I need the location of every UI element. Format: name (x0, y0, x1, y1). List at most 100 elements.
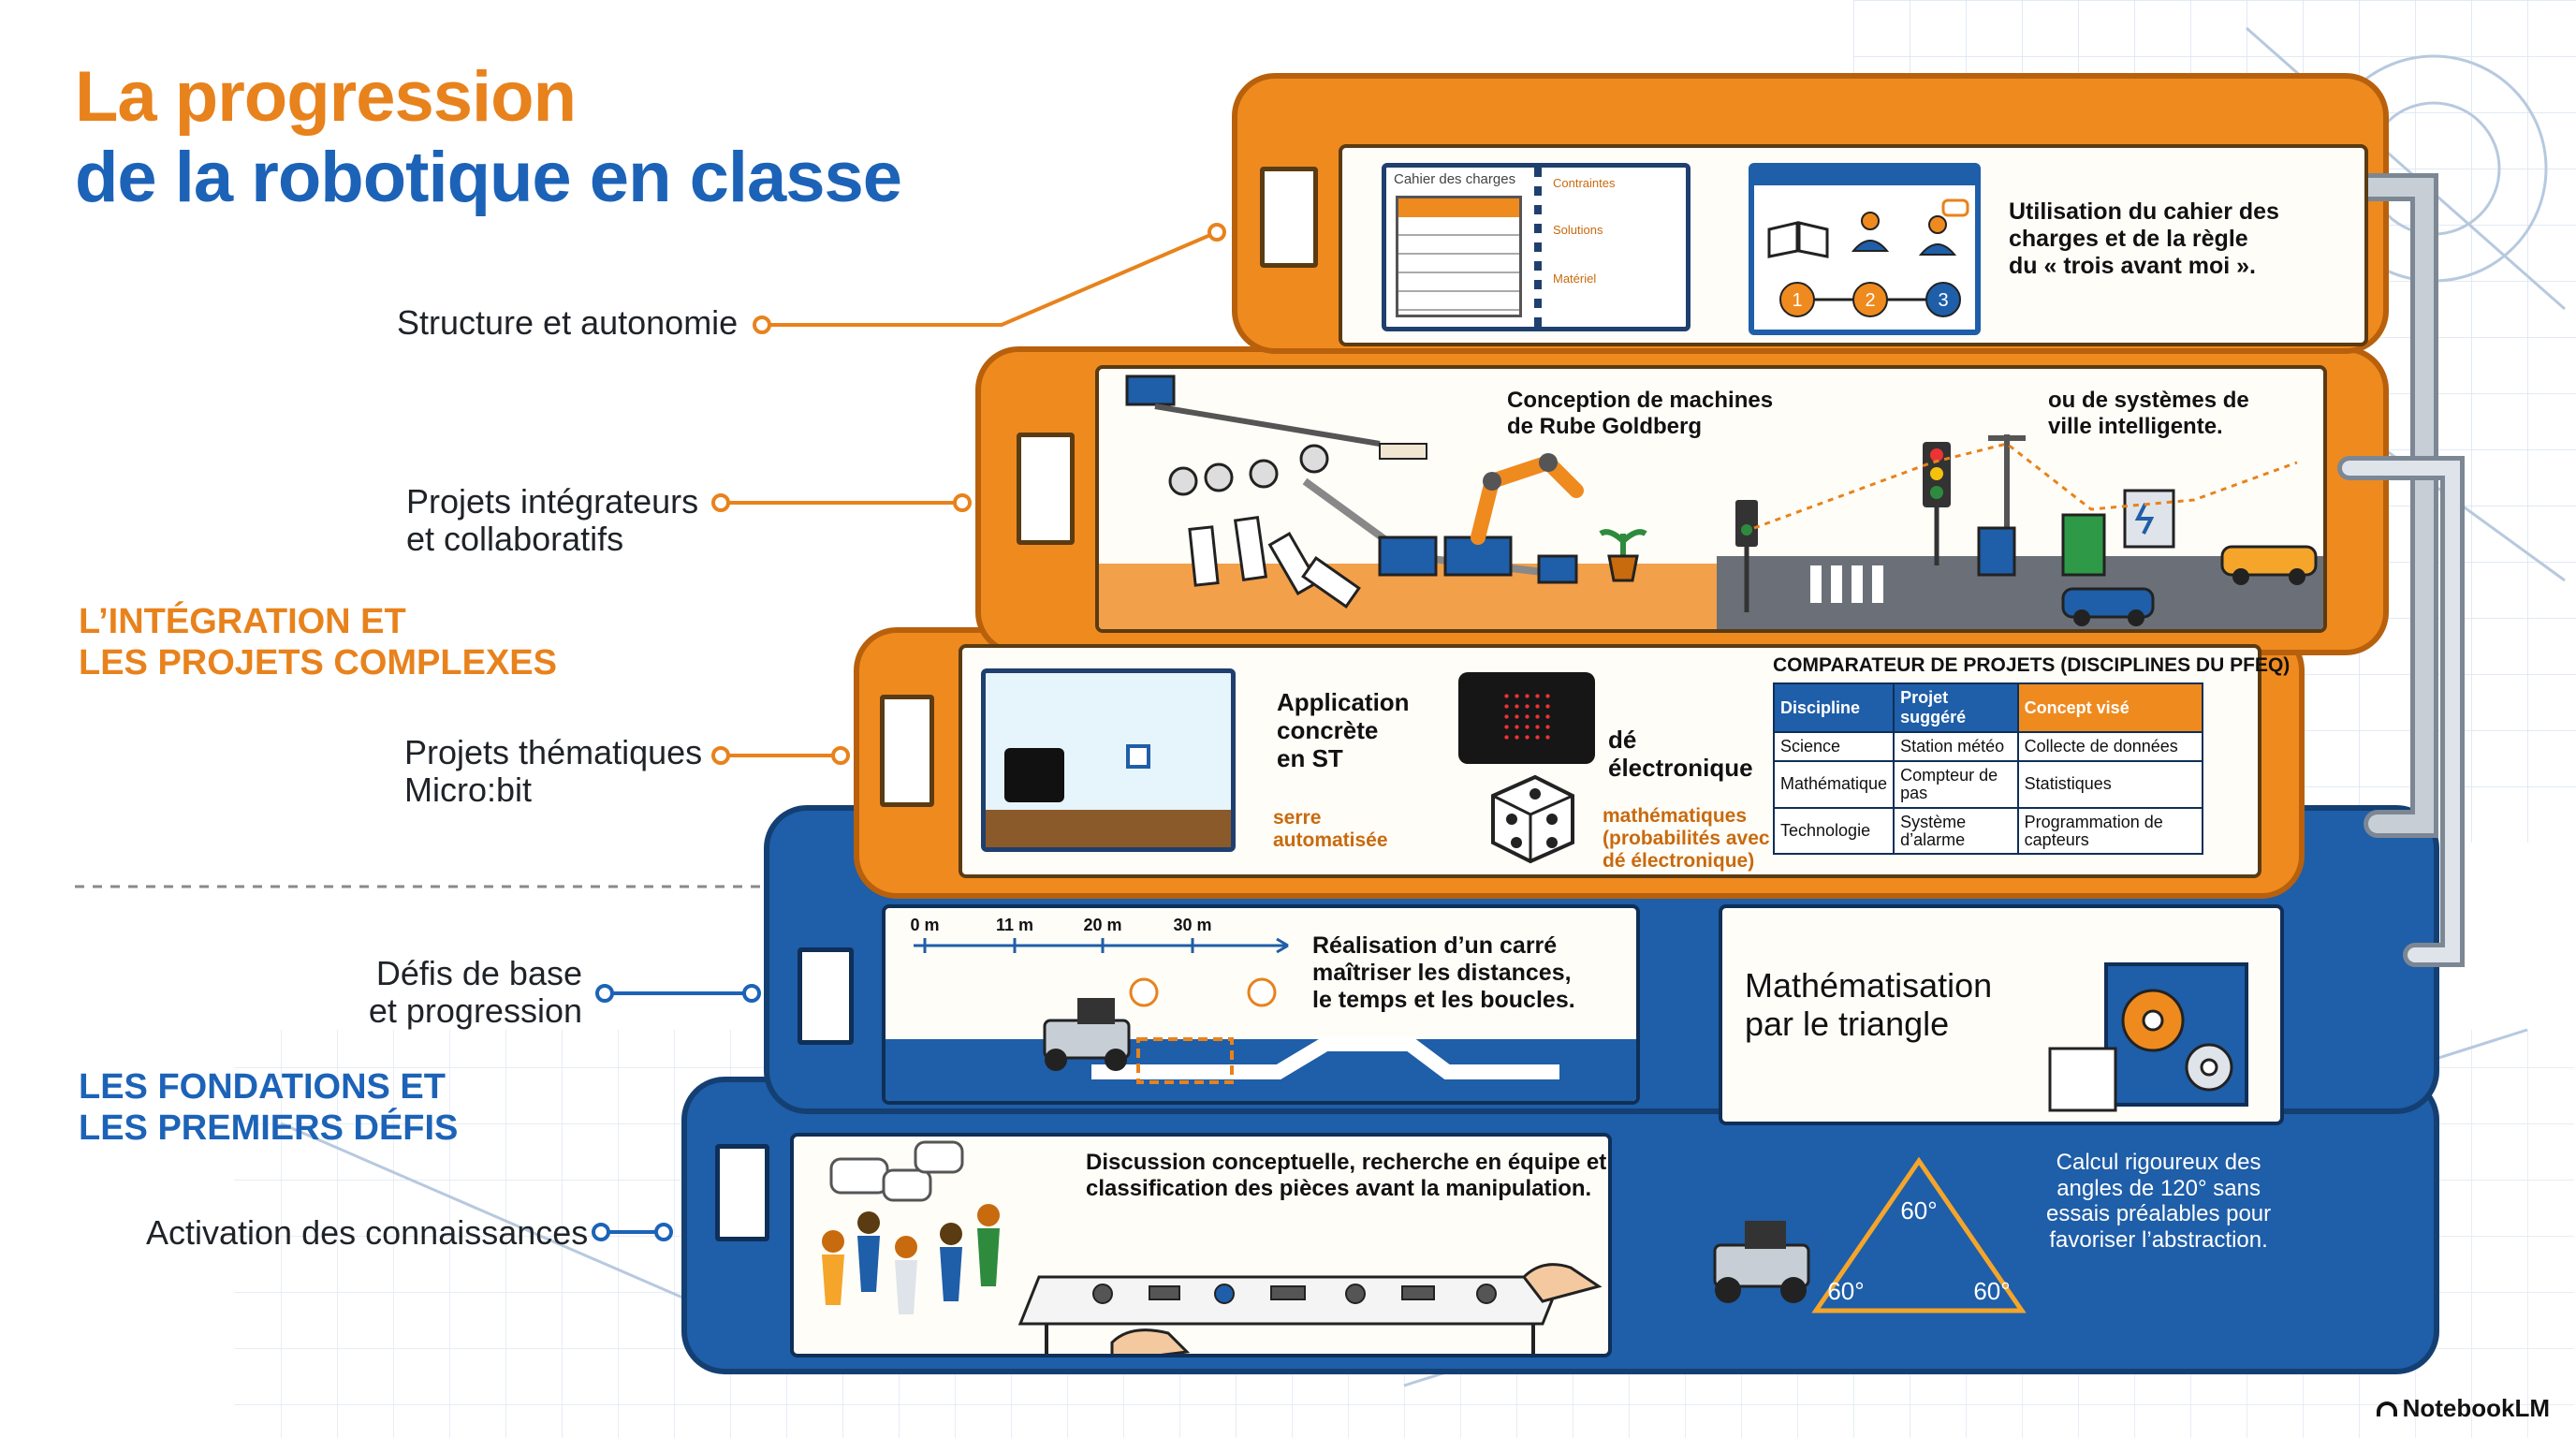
students-icon (822, 1204, 1000, 1314)
connector-structure-dot (753, 315, 771, 334)
trois-avant-moi-icons: 1 2 3 (1767, 198, 1969, 317)
math-title-line2: par le triangle (1745, 1005, 1950, 1044)
robot-parts-icon (1092, 1284, 1497, 1304)
title-line-2: de la robotique en classe (75, 138, 902, 217)
book-icon (1767, 221, 1829, 258)
gear-icon (2121, 989, 2185, 1052)
distance-label-20: 20 m (1083, 916, 1121, 934)
de-caption-line2: électronique (1608, 753, 1753, 782)
dice-icon (1491, 774, 1574, 864)
label-defis: Défis de base et progression (301, 954, 582, 1031)
comparator-table: Discipline Projet suggéré Concept visé S… (1772, 682, 2204, 856)
table-cell: Technologie (1772, 806, 1895, 856)
room-defis: 0 m 11 m 20 m 30 m Réalisation d’un carr… (882, 904, 1640, 1105)
comparator-caption: COMPARATEUR DE PROJETS (DISCIPLINES DU P… (1773, 654, 2291, 676)
connector-structure (769, 230, 1218, 327)
room-projects: Conception de machines de Rube Goldberg … (1095, 365, 2327, 633)
step-2-circle (1852, 282, 1888, 317)
structure-caption: Utilisation du cahier des charges et de … (2009, 198, 2279, 279)
angle-left-label: 60° (1827, 1277, 1864, 1305)
section-integration-line2: LES PROJETS COMPLEXES (79, 642, 557, 682)
crosswalk (1810, 565, 1883, 603)
table-cell: Système d’alarme (1893, 806, 2019, 856)
label-integrateurs-line2: et collaboratifs (406, 520, 624, 559)
distance-label-0: 0 m (910, 916, 939, 934)
step-1-label: 1 (1792, 290, 1802, 311)
label-integrateurs-line1: Projets intégrateurs (406, 482, 699, 521)
title-line-1: La progression (75, 57, 577, 137)
app-caption-line3: en ST (1277, 743, 1343, 772)
calc-caption-line1: Calcul rigoureux des (2056, 1150, 2261, 1175)
activation-caption-line2: classification des pièces avant la manip… (1086, 1175, 1592, 1201)
app-caption-line1: Application (1277, 688, 1410, 716)
robot-car-icon (1043, 998, 1131, 1071)
gears-machine (2048, 962, 2248, 1112)
table-cell: Programmation de capteurs (2016, 806, 2204, 856)
city-caption-line2: ville intelligente. (2048, 413, 2223, 439)
defis-caption-line1: Réalisation d’un carré (1312, 932, 1558, 959)
maths-caption-line2: (probabilités avec (1603, 828, 1770, 850)
label-thematiques-line1: Projets thématiques (404, 733, 703, 771)
serre-caption-line1: serre (1273, 807, 1322, 829)
triangle-shape (1811, 1156, 2027, 1313)
section-fondations-line2: LES PREMIERS DÉFIS (79, 1108, 459, 1148)
document-icon (2048, 1047, 2117, 1112)
sensor-network-lines (1753, 442, 2298, 530)
notebook-title: Cahier des charges (1394, 171, 1516, 187)
table-row: Technologie Système d’alarme Programmati… (1772, 806, 2204, 856)
step-1-circle (1779, 282, 1815, 317)
app-caption-line2: concrète (1277, 715, 1379, 744)
greenhouse-soil (986, 810, 1231, 847)
track-path (1091, 1036, 1559, 1079)
de-caption: dé électronique (1608, 726, 1753, 783)
math-title: Mathématisation par le triangle (1745, 966, 1992, 1044)
table-row: Science Station météo Collecte de donnée… (1772, 731, 2204, 762)
tier-activation-window (715, 1144, 769, 1241)
angle-top-label: 60° (1900, 1196, 1937, 1225)
comparator-header-concept: Concept visé (2016, 682, 2204, 733)
math-lower-panel (1719, 1133, 2284, 1367)
cahier-des-charges-notebook: Cahier des charges Contraintes Solutions… (1382, 163, 1690, 331)
right-pipes (2337, 173, 2465, 967)
classroom-scene (822, 1140, 1603, 1354)
app-caption: Application concrète en ST (1277, 688, 1410, 773)
room-structure: Cahier des charges Contraintes Solutions… (1339, 144, 2368, 346)
step-3-circle (1925, 282, 1961, 317)
section-integration-line1: L’INTÉGRATION ET (79, 602, 406, 641)
table-cell: Station météo (1893, 731, 2019, 762)
label-structure: Structure et autonomie (397, 303, 739, 342)
maths-caption-line3: dé électronique) (1603, 850, 1755, 873)
triangle-robot-car (1713, 1221, 1810, 1303)
notebook-item-materiel: Matériel (1553, 271, 1597, 286)
activation-caption: Discussion conceptuelle, recherche en éq… (1086, 1150, 1606, 1201)
table-row: Mathématique Compteur de pas Statistique… (1772, 759, 2204, 809)
traffic-light-icon (1735, 442, 1951, 612)
room-activation: Discussion conceptuelle, recherche en éq… (790, 1133, 1612, 1357)
angle-right-label: 60° (1973, 1277, 2010, 1305)
tier-defis-window (798, 947, 854, 1045)
teacher-icon (1918, 198, 1969, 256)
step-2-label: 2 (1865, 290, 1875, 311)
notebook-item-solutions: Solutions (1553, 223, 1603, 237)
clock-icon (1129, 977, 1277, 1007)
notebooklm-watermark: NotebookLM (2376, 1394, 2550, 1423)
rube-caption-line2: de Rube Goldberg (1507, 413, 1703, 439)
math-title-line1: Mathématisation (1745, 966, 1993, 1005)
label-thematiques-line2: Micro:bit (404, 770, 533, 810)
label-defis-line2: et progression (368, 991, 582, 1031)
serre-caption-line2: automatisée (1273, 829, 1388, 852)
defis-caption-line3: le temps et les boucles. (1312, 986, 1575, 1013)
speech-bubble-icon (829, 1140, 964, 1202)
structure-caption-line1: Utilisation du cahier des (2009, 198, 2279, 225)
microbit-board-greenhouse (1004, 748, 1064, 802)
tier-structure-window (1260, 167, 1318, 268)
table-cell: Science (1772, 731, 1895, 762)
comparator-header-discipline: Discipline (1772, 682, 1895, 733)
watermark-text: NotebookLM (2402, 1394, 2550, 1422)
ramp-icon (1302, 477, 1568, 579)
table-cell: Statistiques (2016, 759, 2204, 809)
people-icon (1851, 212, 1890, 252)
defis-caption: Réalisation d’un carré maîtriser les dis… (1312, 932, 1575, 1013)
calc-caption-line2: angles de 120° sans (2056, 1175, 2261, 1201)
